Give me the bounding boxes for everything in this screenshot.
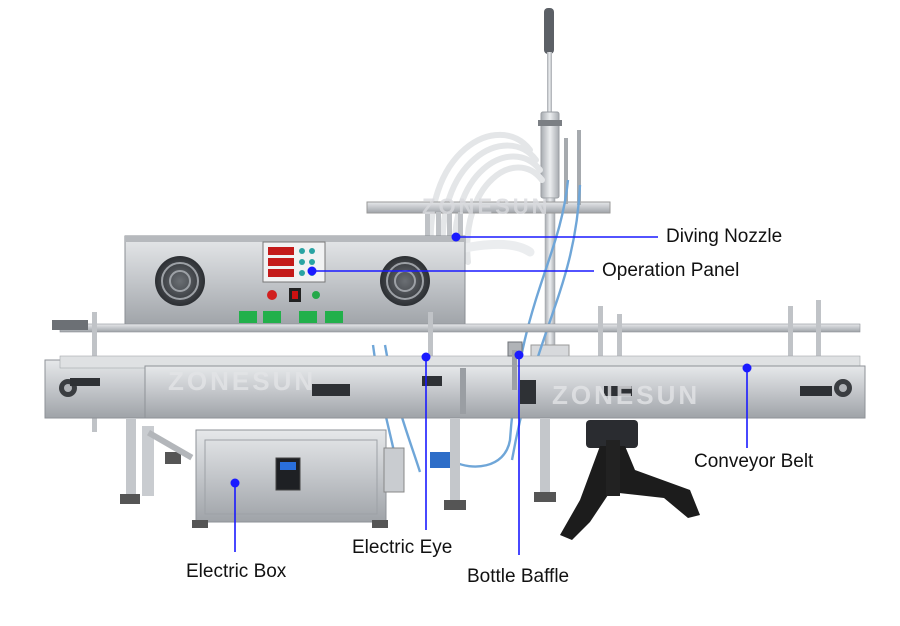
support-stand (560, 420, 700, 540)
filling-cylinder (530, 8, 570, 369)
label-electric-eye: Electric Eye (352, 537, 453, 558)
label-bottle-baffle: Bottle Baffle (467, 566, 570, 587)
label-operation-panel: Operation Panel (602, 260, 740, 281)
watermark-right: ZONESUN (552, 380, 700, 410)
conveyor (44, 355, 866, 419)
electric-box-part (192, 429, 450, 528)
label-diving-nozzle: Diving Nozzle (666, 226, 783, 247)
main-cabinet (124, 235, 466, 327)
frame-legs (120, 418, 556, 510)
filling-tubes (427, 131, 545, 265)
label-electric-box: Electric Box (186, 561, 287, 582)
leader-lines (230, 232, 752, 555)
watermark-top: ZONESUN (422, 194, 551, 219)
watermark-left: ZONESUN (168, 366, 316, 396)
label-conveyor-belt: Conveyor Belt (694, 451, 814, 472)
